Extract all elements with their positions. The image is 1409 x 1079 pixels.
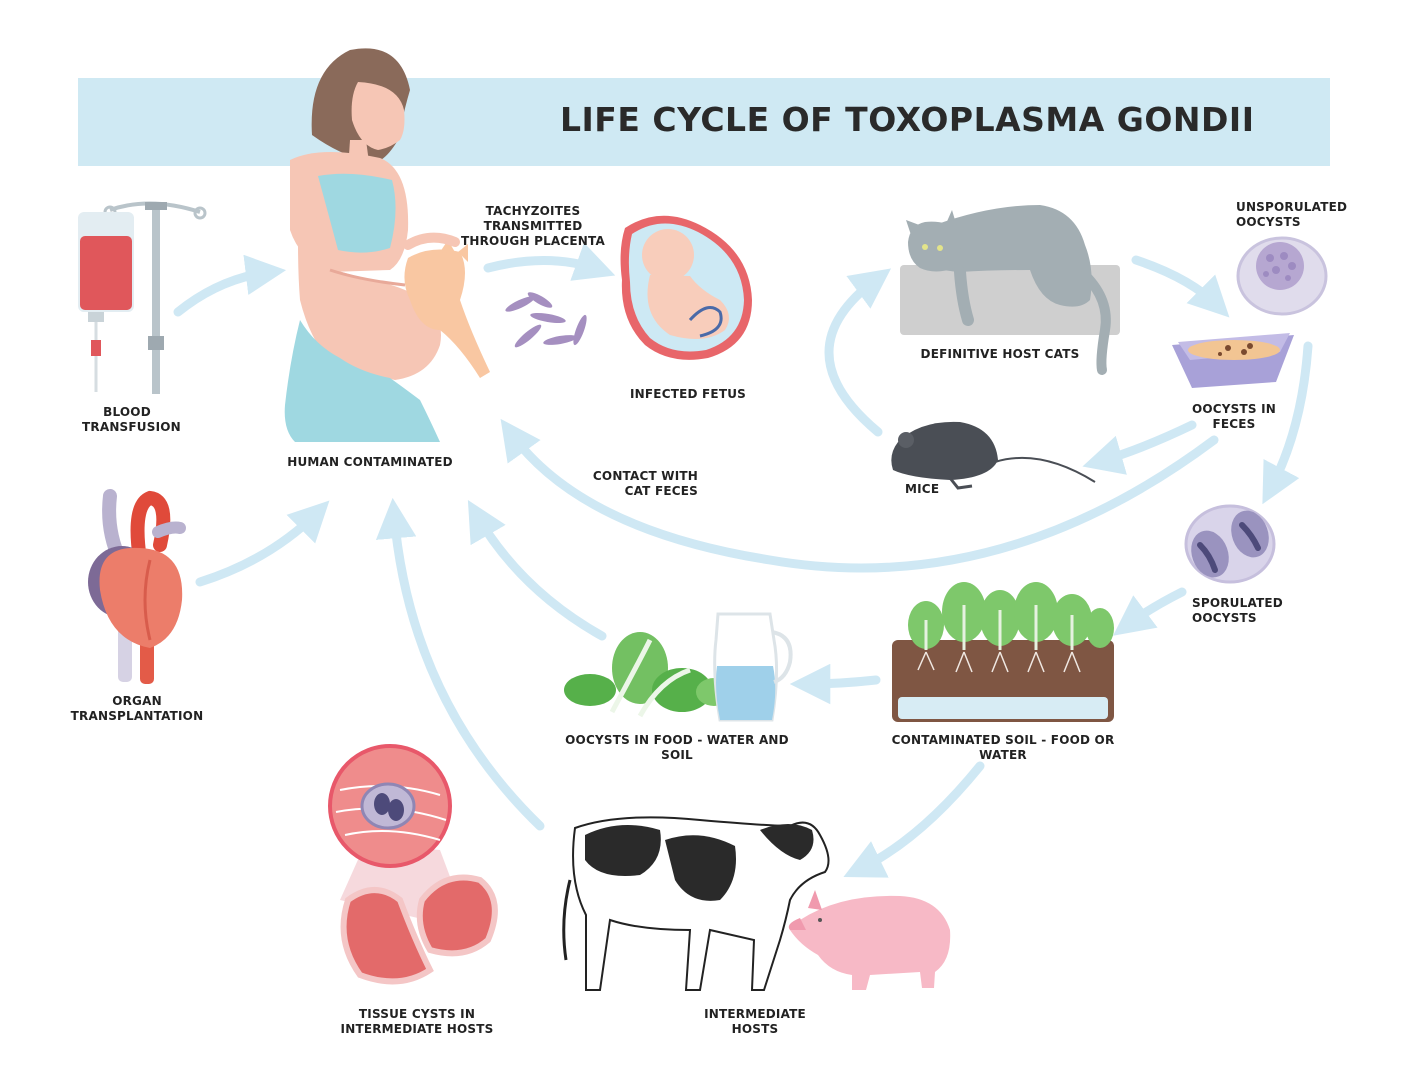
arrow-mice-to-cats: [824, 268, 892, 437]
arrow-cats-to-oocysts: [1131, 255, 1230, 318]
arrow-placenta: [483, 242, 616, 281]
fetus-icon: [620, 215, 752, 360]
arrow-intermediate-to-human: [375, 497, 545, 831]
sporulated-oocyst-icon: [1184, 504, 1276, 584]
tachyzoite-icon: [505, 292, 587, 348]
arrow-contact-cat-feces: [500, 418, 1219, 573]
arrow-blood-to-human: [173, 254, 287, 317]
arrow-organ-to-human: [195, 500, 330, 587]
arrow-food-to-human: [467, 499, 607, 641]
heart-icon: [88, 489, 186, 684]
meat-cyst-icon: [328, 744, 498, 985]
litter-box-icon: [1172, 333, 1294, 388]
arrow-soil-to-food: [789, 663, 881, 705]
cycle-arrows: [173, 242, 1313, 878]
lettuce-icon: [564, 632, 732, 718]
pregnant-woman-icon: [284, 48, 441, 442]
label-intermediate-hosts: INTERMEDIATE HOSTS: [704, 1007, 806, 1036]
pig-icon: [788, 890, 951, 990]
kitten-icon: [403, 232, 490, 378]
label-definitive-host-cats: DEFINITIVE HOST CATS: [920, 347, 1080, 361]
arrow-feces-to-mice: [1082, 420, 1197, 475]
arrow-feces-to-sporulated: [1262, 341, 1313, 505]
mouse-icon: [891, 421, 1096, 490]
label-contaminated-soil: CONTAMINATED SOIL - FOOD OR WATER: [891, 733, 1115, 762]
label-mice: MICE: [905, 482, 940, 496]
label-human-contaminated: HUMAN CONTAMINATED: [287, 455, 453, 469]
soil-icon: [892, 582, 1114, 722]
label-oocysts-in-food: OOCYSTS IN FOOD - WATER AND SOIL: [565, 733, 789, 762]
water-jug-icon: [713, 612, 793, 722]
title-band: [78, 78, 1330, 166]
label-oocysts-in-feces: OOCYSTS IN FECES: [1191, 402, 1277, 431]
cow-icon: [562, 816, 830, 991]
cat-icon: [900, 205, 1120, 375]
page-title: LIFE CYCLE OF TOXOPLASMA GONDII: [560, 100, 1255, 139]
oocyst-icon: [1236, 236, 1328, 316]
arrow-soil-to-intermediate: [843, 761, 985, 878]
iv-bag-icon: [78, 201, 207, 394]
label-infected-fetus: INFECTED FETUS: [630, 387, 746, 401]
arrow-sporulated-to-soil: [1113, 587, 1187, 636]
